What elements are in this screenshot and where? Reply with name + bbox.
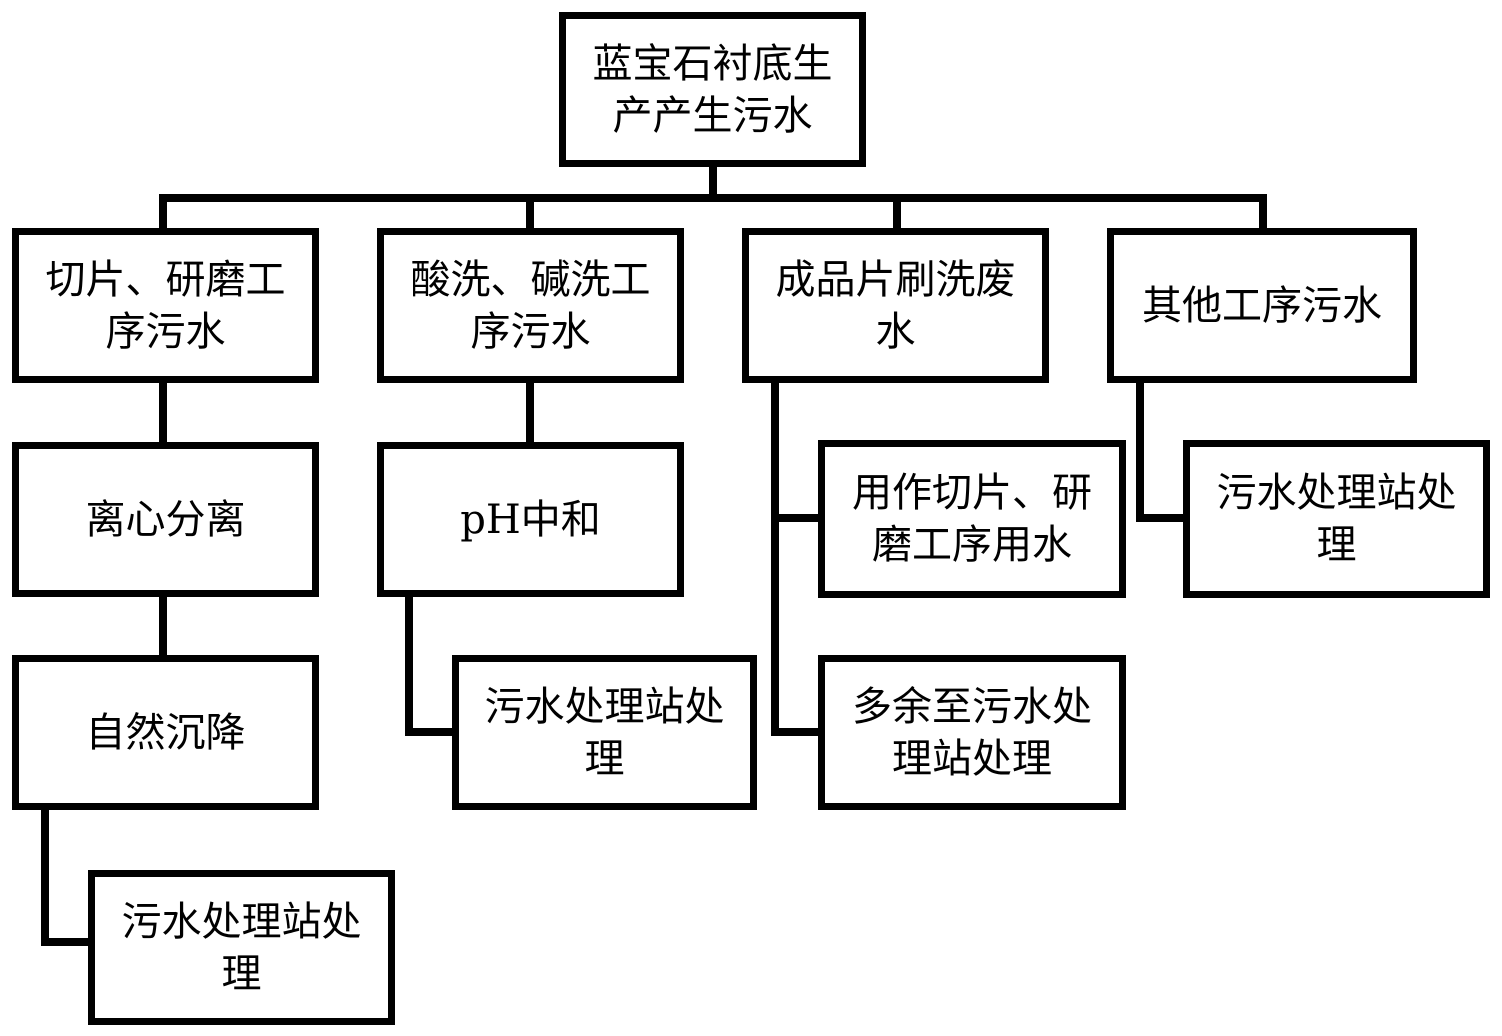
node-b3-surplus: 多余至污水处理站处理 xyxy=(818,655,1126,810)
node-b1-settling-label: 自然沉降 xyxy=(85,709,246,756)
node-branch-2: 酸洗、碱洗工序污水 xyxy=(377,228,684,383)
node-b1-centrifuge: 离心分离 xyxy=(12,442,319,597)
node-branch-3-label: 成品片刷洗废水 xyxy=(775,256,1016,355)
node-b2-neutralize-label: pH中和 xyxy=(460,496,601,543)
node-b1-treatment: 污水处理站处理 xyxy=(88,870,395,1025)
node-branch-2-label: 酸洗、碱洗工序污水 xyxy=(410,256,651,355)
node-branch-4: 其他工序污水 xyxy=(1107,228,1417,383)
node-b1-centrifuge-label: 离心分离 xyxy=(85,496,246,543)
node-b1-settling: 自然沉降 xyxy=(12,655,319,810)
node-b2-neutralize: pH中和 xyxy=(377,442,684,597)
node-b1-treatment-label: 污水处理站处理 xyxy=(121,898,362,997)
node-branch-4-label: 其他工序污水 xyxy=(1142,282,1382,329)
node-b2-treatment-label: 污水处理站处理 xyxy=(484,683,725,782)
node-b3-reuse-label: 用作切片、研磨工序用水 xyxy=(852,470,1092,568)
connector-b1s2-s3 xyxy=(41,802,96,946)
connector-b2s1-s2 xyxy=(405,592,460,736)
node-branch-3: 成品片刷洗废水 xyxy=(742,228,1049,383)
node-b3-reuse: 用作切片、研磨工序用水 xyxy=(818,440,1126,598)
node-b3-surplus-label: 多余至污水处理站处理 xyxy=(852,683,1092,782)
node-branch-1: 切片、研磨工序污水 xyxy=(12,228,319,383)
node-root-label: 蓝宝石衬底生产产生污水 xyxy=(592,40,833,139)
node-b4-treatment: 污水处理站处理 xyxy=(1183,440,1490,598)
node-branch-1-label: 切片、研磨工序污水 xyxy=(45,256,286,355)
connector-b4-s1 xyxy=(1136,376,1191,522)
node-b4-treatment-label: 污水处理站处理 xyxy=(1216,470,1457,568)
node-b2-treatment: 污水处理站处理 xyxy=(452,655,757,810)
node-root: 蓝宝石衬底生产产生污水 xyxy=(559,12,866,167)
